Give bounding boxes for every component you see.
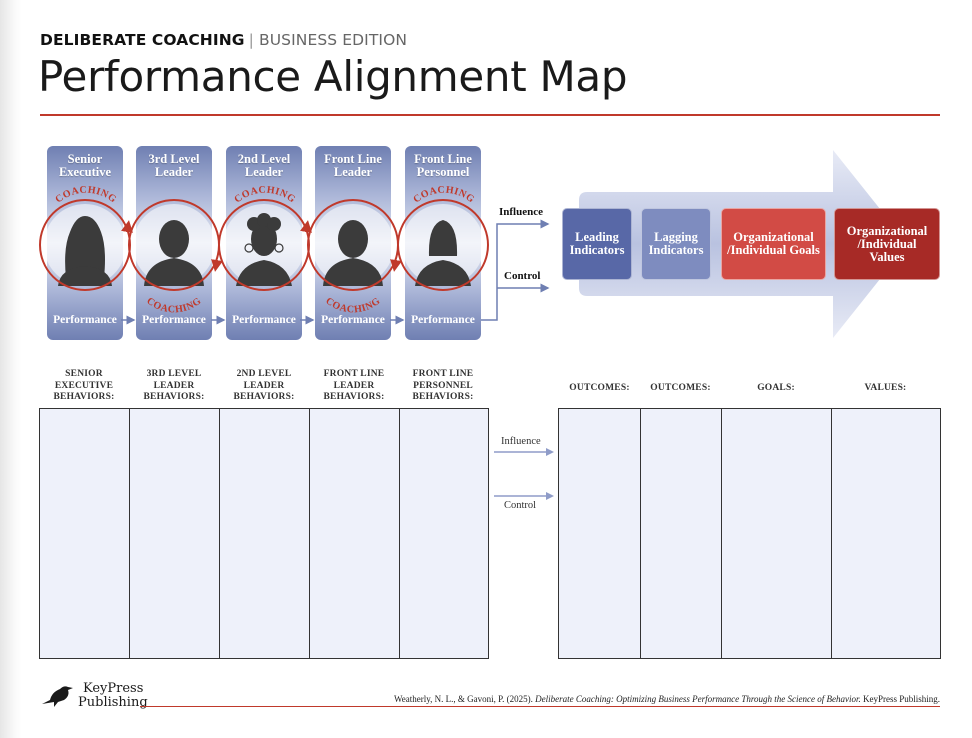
footer-divider bbox=[140, 706, 940, 707]
coaching-diagram: COACHING COACHING COACHING COACHING COAC… bbox=[39, 185, 550, 325]
3rd-level-leader-behaviors-cell[interactable] bbox=[130, 409, 220, 658]
female-bob-hair-silhouette-icon bbox=[415, 220, 471, 286]
female-curly-hair-silhouette-icon bbox=[236, 213, 292, 286]
header-outcomes-leading: OUTCOMES: bbox=[569, 383, 630, 393]
header-outcomes-lagging: OUTCOMES: bbox=[650, 383, 711, 393]
front-line-personnel-behaviors-cell[interactable] bbox=[400, 409, 488, 658]
senior-executive-behaviors-cell[interactable] bbox=[40, 409, 130, 658]
control-label: Control bbox=[504, 270, 541, 282]
female-silhouette-icon bbox=[58, 216, 112, 286]
coaching-label: COACHING bbox=[144, 296, 203, 316]
brand-separator: | bbox=[248, 31, 254, 49]
lagging-outcomes-cell[interactable] bbox=[641, 409, 722, 658]
front-line-leader-behaviors-cell[interactable] bbox=[310, 409, 400, 658]
performance-label: Performance bbox=[142, 314, 206, 326]
performance-label: Performance bbox=[411, 314, 475, 326]
goals-box: Organizational /Individual Goals bbox=[721, 208, 826, 280]
role-label: 3rd Level Leader bbox=[148, 152, 200, 179]
performance-label: Performance bbox=[232, 314, 296, 326]
2nd-level-leader-behaviors-cell[interactable] bbox=[220, 409, 310, 658]
lagging-indicators-box: Lagging Indicators bbox=[641, 208, 711, 280]
role-label: Front Line Leader bbox=[324, 152, 382, 179]
publisher-logo: KeyPress Publishing bbox=[40, 682, 148, 710]
coaching-rings bbox=[39, 199, 489, 291]
control-label: Control bbox=[504, 500, 537, 511]
bird-icon bbox=[42, 686, 73, 707]
header-goals: GOALS: bbox=[757, 383, 795, 393]
coaching-label: COACHING bbox=[411, 185, 476, 206]
outcomes-worksheet-grid bbox=[558, 408, 941, 659]
behaviors-worksheet-grid bbox=[39, 408, 489, 659]
influence-label: Influence bbox=[501, 436, 541, 447]
edition-label: BUSINESS EDITION bbox=[258, 31, 408, 49]
coaching-label: COACHING bbox=[232, 185, 297, 206]
role-label: 2nd Level Leader bbox=[237, 152, 291, 179]
title-divider bbox=[40, 114, 940, 116]
publisher-name-line2: Publishing bbox=[78, 695, 148, 710]
role-label: Senior Executive bbox=[58, 152, 112, 179]
citation: Weatherly, N. L., & Gavoni, P. (2025). D… bbox=[393, 694, 940, 704]
values-box: Organizational /Individual Values bbox=[834, 208, 940, 280]
leading-indicators-box: Leading Indicators bbox=[562, 208, 632, 280]
male-silhouette-icon bbox=[323, 220, 383, 286]
page-title: Performance Alignment Map bbox=[38, 52, 628, 101]
performance-label: Performance bbox=[53, 314, 117, 326]
influence-control-branch bbox=[481, 219, 550, 321]
publisher-name-line1: KeyPress bbox=[83, 681, 144, 696]
page-edge-shadow bbox=[0, 0, 22, 738]
coaching-label: COACHING bbox=[53, 185, 118, 206]
influence-label: Influence bbox=[499, 206, 543, 218]
goals-cell[interactable] bbox=[722, 409, 832, 658]
brand-name: DELIBERATE COACHING bbox=[40, 31, 245, 49]
header-values: VALUES: bbox=[864, 383, 907, 393]
coaching-arrowheads bbox=[121, 220, 402, 272]
male-silhouette-icon bbox=[144, 220, 204, 286]
brand-line: DELIBERATE COACHING|BUSINESS EDITION bbox=[40, 31, 407, 49]
values-cell[interactable] bbox=[832, 409, 940, 658]
coaching-label: COACHING bbox=[323, 296, 382, 316]
role-label: Front Line Personnel bbox=[414, 152, 472, 179]
performance-label: Performance bbox=[321, 314, 385, 326]
worksheet-flow-arrows bbox=[494, 448, 554, 500]
leading-outcomes-cell[interactable] bbox=[559, 409, 641, 658]
